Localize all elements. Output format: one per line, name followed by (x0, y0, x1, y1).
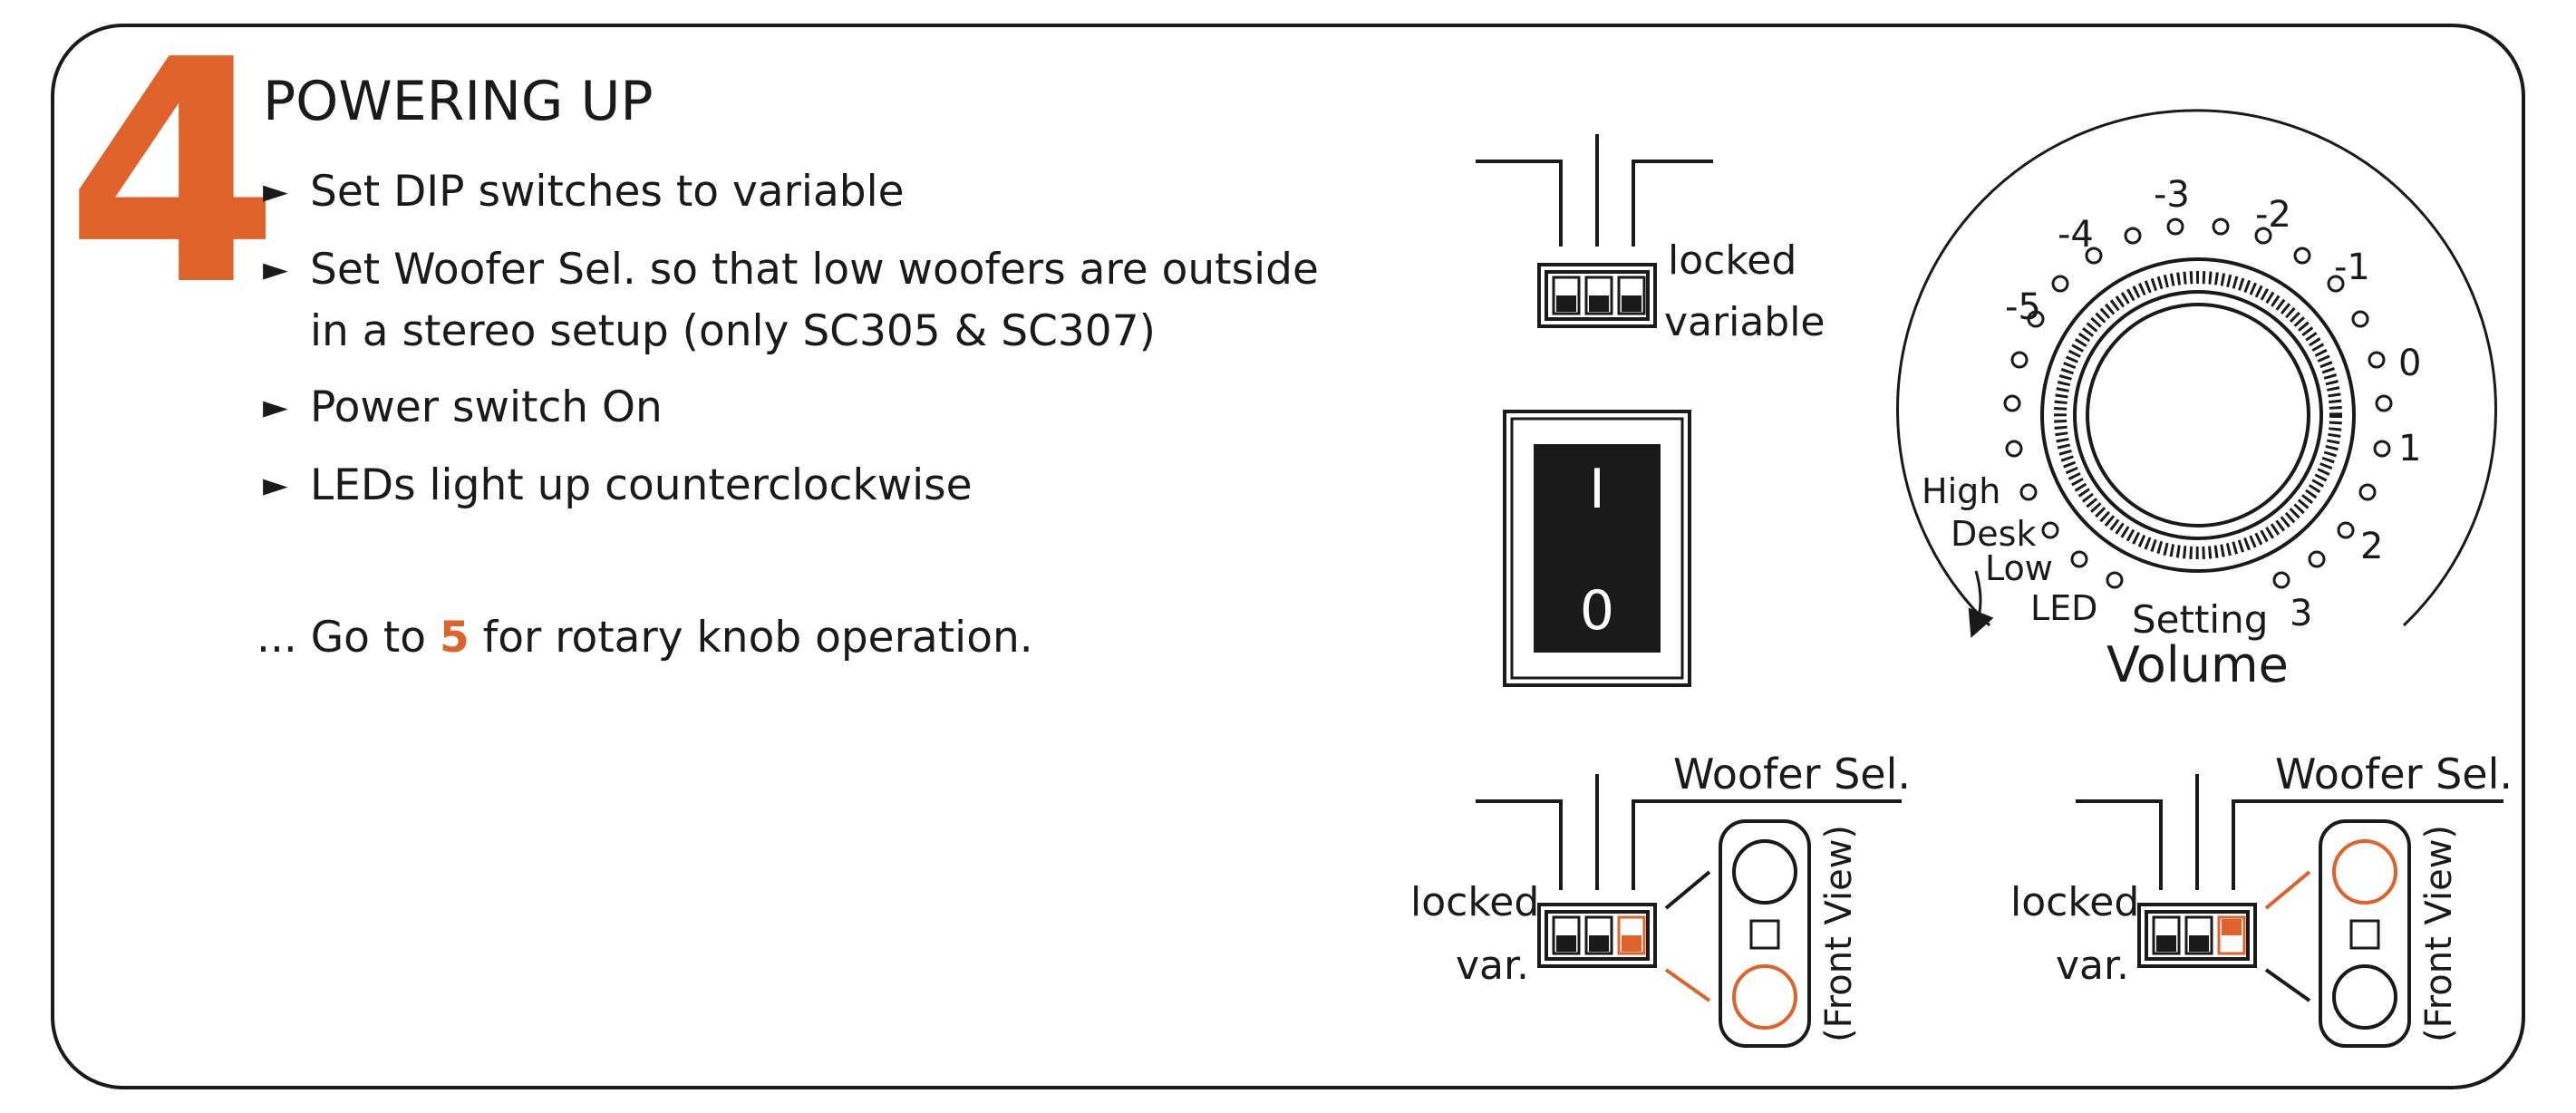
woofer-select-left (1476, 774, 1902, 1048)
volume-scale-label: 1 (2398, 428, 2421, 469)
volume-scale-label: 0 (2398, 343, 2421, 384)
instruction-list: ► Set DIP switches to variable ► Set Woo… (263, 161, 1319, 533)
setting-label-desk: Desk (1951, 514, 2036, 554)
setting-label-high: High (1922, 471, 2000, 511)
instruction-text: in a stereo setup (only SC305 & SC307) (310, 306, 1156, 356)
power-on-symbol: I (1589, 458, 1605, 521)
setting-label-led: LED (2030, 588, 2097, 628)
volume-scale-label: -4 (2058, 214, 2094, 256)
goto-note: ... Go to 5 for rotary knob operation. (257, 607, 1033, 669)
instruction-item: ► Power switch On (263, 377, 1319, 439)
woofer-left-var-label: var. (1456, 943, 1529, 989)
volume-scale-label: -3 (2154, 174, 2190, 216)
goto-step-number: 5 (440, 613, 470, 663)
dip-switch-top (1476, 134, 1713, 328)
dip-top-variable-label: variable (1664, 299, 1825, 345)
volume-scale-label: -2 (2255, 194, 2291, 236)
volume-label: Volume (2106, 636, 2289, 693)
step-number: 4 (65, 0, 280, 353)
play-arrow-icon: ► (263, 251, 288, 288)
instruction-text: Power switch On (310, 382, 663, 432)
volume-scale-label: 2 (2360, 526, 2383, 567)
step-title: POWERING UP (263, 70, 654, 133)
instruction-text: Set Woofer Sel. so that low woofers are … (310, 245, 1319, 295)
woofer-left-view-label: (Front View) (1818, 825, 1860, 1042)
play-arrow-icon: ► (263, 389, 288, 426)
woofer-left-locked-label: locked (1410, 879, 1539, 925)
volume-led-ring (2003, 218, 2393, 589)
instruction-panel (51, 24, 2525, 1089)
goto-prefix: ... Go to (257, 613, 440, 663)
goto-suffix: for rotary knob operation. (469, 613, 1033, 663)
woofer-right-title: Woofer Sel. (2275, 750, 2513, 798)
woofer-right-view-label: (Front View) (2418, 825, 2460, 1042)
power-off-symbol: 0 (1580, 579, 1614, 643)
instruction-item: ► LEDs light up counterclockwise (263, 455, 1319, 517)
volume-setting-label: Setting (2132, 597, 2268, 642)
volume-scale-label: -1 (2334, 247, 2370, 288)
instruction-item: ► Set DIP switches to variable (263, 161, 1319, 223)
volume-dial (1896, 109, 2497, 638)
play-arrow-icon: ► (263, 173, 288, 210)
instruction-text: Set DIP switches to variable (310, 167, 905, 217)
play-arrow-icon: ► (263, 467, 288, 504)
woofer-right-locked-label: locked (2010, 879, 2139, 925)
woofer-right-var-label: var. (2056, 943, 2129, 989)
woofer-select-right (2076, 774, 2503, 1048)
instruction-item: ► Set Woofer Sel. so that low woofers ar… (263, 239, 1319, 363)
instruction-text: LEDs light up counterclockwise (310, 460, 973, 510)
power-switch: I 0 (1503, 410, 1691, 687)
volume-scale-label: 3 (2290, 593, 2312, 634)
woofer-left-title: Woofer Sel. (1673, 750, 1911, 798)
dip-top-locked-label: locked (1668, 237, 1796, 284)
setting-label-low: Low (1985, 548, 2053, 588)
volume-scale-label: -5 (2005, 286, 2041, 328)
